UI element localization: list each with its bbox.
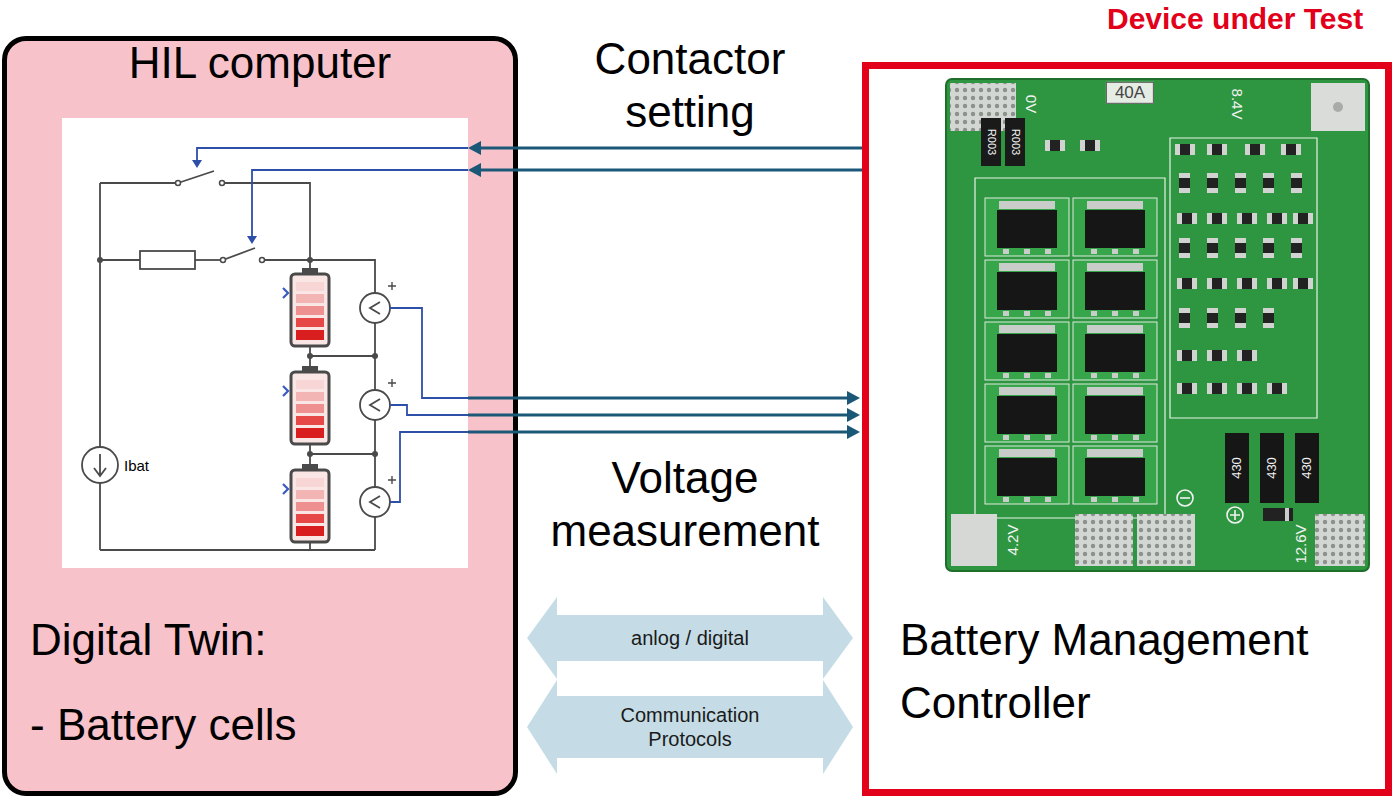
battery-cells	[283, 268, 329, 542]
box-heading: Device under Test	[1107, 2, 1363, 37]
circuit-wires	[100, 171, 375, 550]
schematic-panel: Ibat	[62, 118, 468, 568]
control-signal-lines	[197, 148, 468, 502]
mosfets	[985, 198, 1157, 504]
junction-dots	[97, 257, 378, 457]
schematic-illustration	[62, 118, 468, 568]
component-marking: R003	[984, 129, 997, 155]
bottom-pads	[951, 514, 1365, 566]
component-marking: 430	[1264, 457, 1280, 479]
silkscreen-label: 8.4V	[1228, 89, 1246, 120]
component-marking: R003	[1008, 129, 1021, 155]
voltmeter-symbols	[360, 282, 396, 517]
interface-arrow	[527, 597, 853, 679]
component-marking: 430	[1229, 457, 1245, 479]
silkscreen-label: 40A	[1106, 82, 1154, 104]
balance-resistors	[1225, 433, 1319, 503]
edge-label: Communication Protocols	[590, 703, 790, 751]
pcb-illustration	[945, 78, 1370, 572]
signal-group-label: Voltage measurement	[535, 452, 835, 558]
component-marking: 430	[1299, 457, 1315, 479]
edge-label: anlog / digital	[580, 626, 800, 650]
device-under-test-box: Device under TestBattery Management Cont…	[862, 62, 1392, 796]
control-arrowheads	[192, 160, 257, 244]
current-source-label: Ibat	[124, 457, 149, 474]
pcb-board: 40A 0V 8.4V R003 R003 430 430 430 4.2V 12.6V	[945, 78, 1370, 572]
signal-arrow	[468, 408, 860, 422]
shunt-resistors	[981, 118, 1025, 166]
resistor-symbol	[140, 251, 195, 269]
box-body: Digital Twin:	[30, 614, 266, 667]
silkscreen-label: 4.2V	[1004, 525, 1022, 556]
signal-arrow	[468, 163, 862, 177]
polarity-marks	[1177, 490, 1243, 523]
signal-arrow	[468, 391, 860, 405]
signal-group-label: Contactor setting	[565, 33, 815, 139]
box-body: Battery Management Controller	[900, 608, 1360, 734]
signal-arrow	[468, 425, 860, 439]
diode	[1263, 508, 1293, 521]
signal-arrow	[468, 141, 862, 155]
box-body: - Battery cells	[30, 699, 297, 752]
box-heading: HIL computer	[7, 41, 513, 85]
silkscreen-label: 0V	[1022, 95, 1040, 113]
current-source-symbol	[82, 447, 118, 483]
silkscreen-lines	[975, 138, 1317, 518]
smd-components	[1045, 140, 1313, 394]
hil-computer-box: HIL computerDigital Twin: - Battery cells	[2, 36, 518, 796]
solder-pad	[1311, 83, 1365, 131]
silkscreen-label: 12.6V	[1292, 524, 1310, 563]
interface-arrow	[527, 680, 853, 774]
